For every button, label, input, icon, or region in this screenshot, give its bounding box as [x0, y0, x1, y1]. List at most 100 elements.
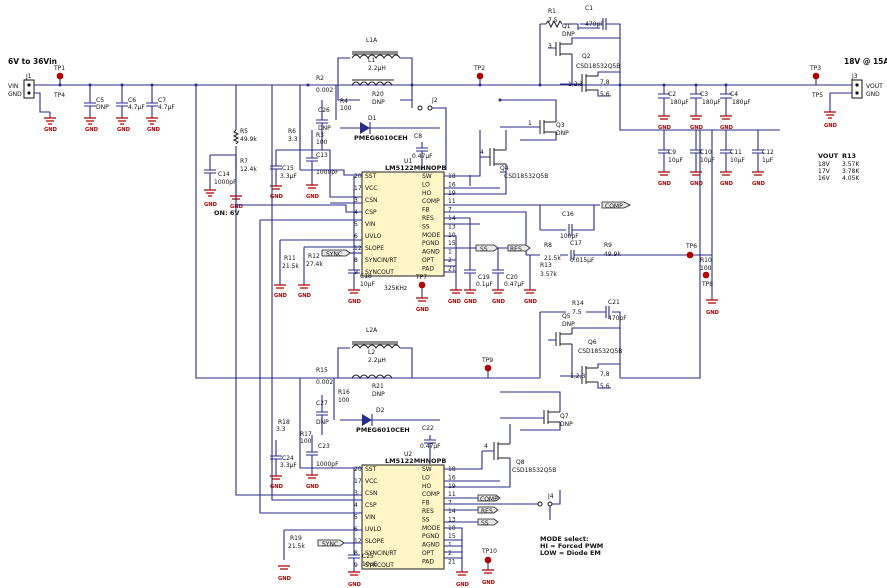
svg-text:R13: R13	[540, 262, 552, 269]
svg-text:GND: GND	[274, 293, 288, 299]
svg-text:100: 100	[340, 105, 352, 112]
svg-text:GND: GND	[492, 299, 506, 305]
svg-text:C23: C23	[318, 443, 330, 450]
svg-text:4.05K: 4.05K	[842, 175, 860, 182]
tp3-point	[812, 72, 820, 80]
u2-right-pin-num: 21	[448, 558, 456, 565]
svg-text:VOUT: VOUT	[818, 152, 839, 160]
svg-text:1000pF: 1000pF	[316, 461, 339, 468]
svg-text:R13: R13	[842, 152, 856, 160]
u1-right-pin-name: PAD	[422, 265, 434, 272]
svg-text:0.015µF: 0.015µF	[570, 257, 595, 264]
svg-text:U1: U1	[404, 158, 412, 165]
u2-left-pin-num: 9	[354, 562, 358, 569]
svg-text:C20: C20	[506, 274, 518, 281]
svg-text:4.7µF: 4.7µF	[128, 104, 145, 111]
u1-right-pin-name: MODE	[422, 232, 441, 239]
u2-right-pin-name: RES	[422, 508, 434, 515]
svg-text:GND: GND	[690, 181, 704, 187]
svg-text:MODE select:: MODE select:	[540, 535, 589, 543]
svg-text:R12: R12	[308, 253, 320, 260]
svg-text:COMP: COMP	[480, 496, 498, 503]
svg-text:PMEG6010CEH: PMEG6010CEH	[354, 134, 408, 142]
j1-connector	[23, 79, 35, 99]
svg-text:R1: R1	[548, 8, 556, 15]
svg-text:C4: C4	[730, 91, 738, 98]
u2-left-pin-name: SLOPE	[365, 538, 384, 545]
svg-text:C24: C24	[282, 455, 294, 462]
svg-text:Q2: Q2	[582, 53, 591, 60]
svg-text:GND: GND	[306, 484, 320, 490]
svg-text:C1: C1	[585, 5, 593, 12]
u1-left-pin-name: CSP	[365, 209, 377, 216]
svg-text:R17: R17	[300, 431, 312, 438]
j3-label: J3	[851, 73, 858, 80]
u1-left-pin-num: 12	[354, 245, 362, 252]
svg-text:L1A: L1A	[366, 37, 378, 44]
svg-text:HI = Forced PWM: HI = Forced PWM	[540, 542, 603, 550]
svg-text:18V: 18V	[818, 161, 831, 168]
u1-right-pin-name: RES	[422, 215, 434, 222]
u2-right-pin-name: LO	[422, 474, 430, 481]
svg-text:21.5k: 21.5k	[288, 543, 305, 550]
input-voltage-label: 6V to 36Vin	[8, 57, 57, 66]
svg-text:3.3µF: 3.3µF	[280, 173, 297, 180]
u2-right-pin-num: 11	[448, 491, 456, 498]
svg-text:10µF: 10µF	[360, 281, 375, 288]
svg-text:GND: GND	[720, 181, 734, 187]
svg-text:Q3: Q3	[556, 122, 565, 129]
svg-text:17V: 17V	[818, 168, 831, 175]
svg-text:CSD18532Q5B: CSD18532Q5B	[578, 348, 622, 355]
u2-right-pin-name: COMP	[422, 491, 440, 498]
u1-left-pin-num: 3	[354, 197, 358, 204]
u2-left-pin-num: 12	[354, 538, 362, 545]
svg-text:TP8: TP8	[701, 281, 713, 288]
u2-left-pin-num: 8	[354, 550, 358, 557]
u1-right-pin-name: LO	[422, 181, 430, 188]
svg-text:C14: C14	[218, 171, 230, 178]
svg-text:C25: C25	[362, 553, 374, 560]
u1-body	[361, 171, 445, 277]
svg-text:3.78K: 3.78K	[842, 168, 860, 175]
svg-text:100: 100	[700, 265, 712, 272]
svg-text:SS: SS	[481, 520, 489, 527]
svg-text:7,8: 7,8	[600, 371, 610, 378]
svg-text:CSD18532Q5B: CSD18532Q5B	[504, 173, 548, 180]
j3-pin-gnd: GND	[866, 91, 880, 98]
svg-text:R15: R15	[316, 367, 328, 374]
svg-text:325KHz: 325KHz	[384, 285, 407, 292]
u1-right-pin-num: 1	[448, 249, 452, 256]
svg-text:49.9k: 49.9k	[240, 136, 257, 143]
u2-right-pin-name: OPT	[422, 550, 434, 557]
u2-right-pin-num: 13	[448, 516, 456, 523]
u1-left-pin-name: UVLO	[365, 233, 382, 240]
u2-left-pin-name: SYNCIN/RT	[365, 550, 397, 557]
svg-text:GND: GND	[524, 299, 538, 305]
svg-text:16V: 16V	[818, 175, 831, 182]
u2-left-pin-num: 4	[354, 502, 358, 509]
u1-left-pin-name: SLOPE	[365, 245, 384, 252]
svg-text:C5: C5	[96, 97, 104, 104]
sync-flag-1	[321, 249, 351, 257]
svg-text:GND: GND	[752, 181, 766, 187]
svg-text:C11: C11	[730, 149, 742, 156]
svg-text:10µF: 10µF	[362, 561, 377, 568]
u1-left-pin-name: VCC	[365, 185, 377, 192]
svg-text:Q5: Q5	[562, 313, 571, 320]
u1-right-pin-name: SS	[422, 223, 430, 230]
tp2-point	[476, 72, 484, 80]
svg-text:GND: GND	[464, 299, 478, 305]
svg-text:1000pF: 1000pF	[316, 169, 339, 176]
svg-text:Q7: Q7	[560, 413, 569, 420]
u2-right-pin-name: PAD	[422, 558, 434, 565]
svg-text:CSD18532Q5B: CSD18532Q5B	[576, 63, 620, 70]
svg-text:R19: R19	[290, 535, 302, 542]
svg-text:R14: R14	[572, 300, 584, 307]
svg-text:LM5122MHNOPB: LM5122MHNOPB	[385, 457, 446, 465]
svg-text:GND: GND	[85, 127, 99, 133]
svg-text:12.4k: 12.4k	[240, 166, 257, 173]
svg-text:GND: GND	[706, 310, 720, 316]
